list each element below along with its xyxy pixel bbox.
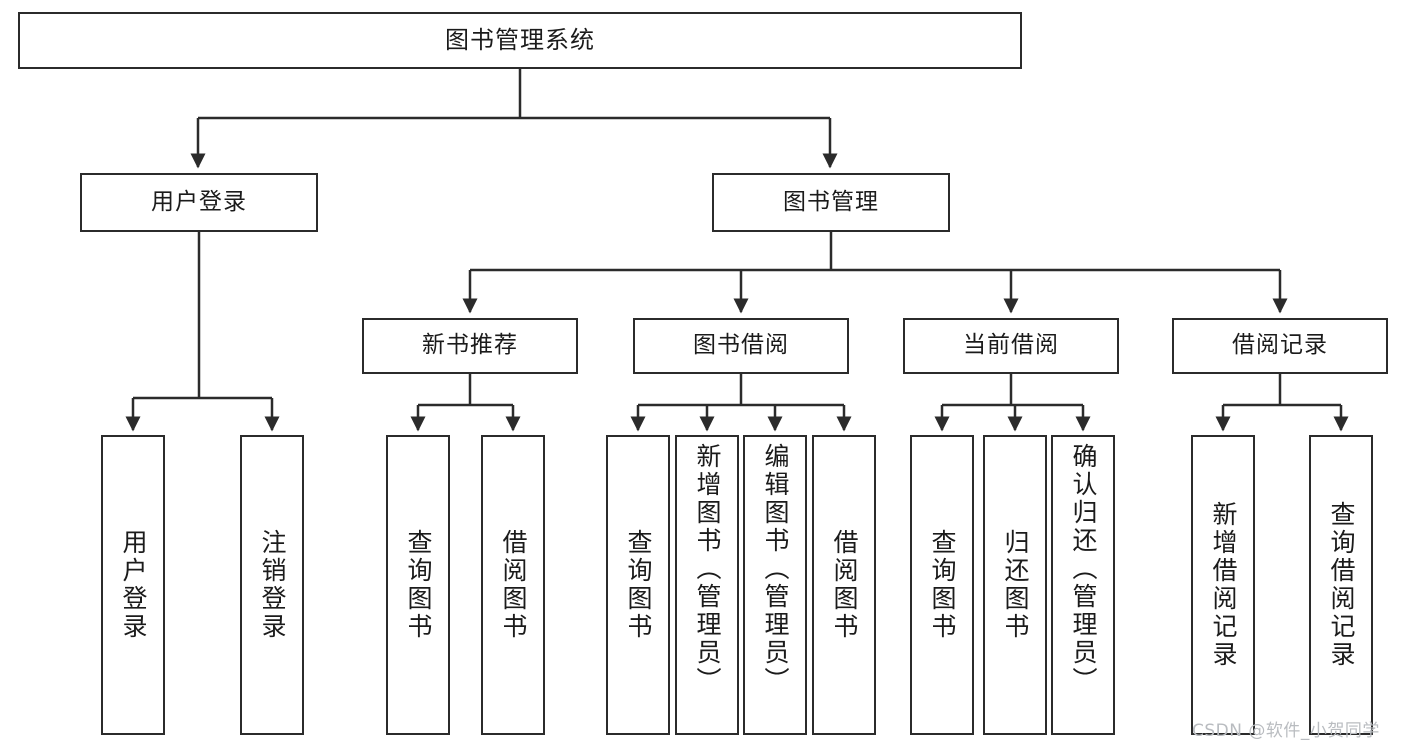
node-book-borrow[interactable]: 图书借阅 xyxy=(633,318,849,374)
node-leaf-borrow-book-1-label: 借阅图书 xyxy=(499,529,528,641)
node-leaf-query-book-1[interactable]: 查询图书 xyxy=(386,435,450,735)
node-user-login-label: 用户登录 xyxy=(151,188,247,215)
node-new-book-rec-label: 新书推荐 xyxy=(422,332,518,359)
node-leaf-borrow-book-2[interactable]: 借阅图书 xyxy=(812,435,876,735)
node-leaf-return-book-label: 归还图书 xyxy=(1001,529,1030,641)
node-leaf-query-book-3[interactable]: 查询图书 xyxy=(910,435,974,735)
node-book-manage-label: 图书管理 xyxy=(783,188,879,215)
node-leaf-borrow-book-1[interactable]: 借阅图书 xyxy=(481,435,545,735)
node-leaf-user-login[interactable]: 用户登录 xyxy=(101,435,165,735)
node-leaf-confirm-return[interactable]: 确认归还（管理员） xyxy=(1051,435,1115,735)
node-root[interactable]: 图书管理系统 xyxy=(18,12,1022,69)
csdn-watermark: CSDN @软件_小贺同学 xyxy=(1192,721,1380,741)
node-borrow-record-label: 借阅记录 xyxy=(1232,332,1328,359)
node-leaf-logout-label: 注销登录 xyxy=(258,529,287,641)
node-leaf-edit-book[interactable]: 编辑图书（管理员） xyxy=(743,435,807,735)
node-leaf-borrow-book-2-label: 借阅图书 xyxy=(830,529,859,641)
node-leaf-return-book[interactable]: 归还图书 xyxy=(983,435,1047,735)
node-leaf-add-record-label: 新增借阅记录 xyxy=(1209,501,1238,669)
node-user-login[interactable]: 用户登录 xyxy=(80,173,318,232)
node-leaf-add-record[interactable]: 新增借阅记录 xyxy=(1191,435,1255,735)
node-leaf-user-login-label: 用户登录 xyxy=(119,529,148,641)
node-borrow-record[interactable]: 借阅记录 xyxy=(1172,318,1388,374)
node-leaf-query-record[interactable]: 查询借阅记录 xyxy=(1309,435,1373,735)
node-leaf-query-book-1-label: 查询图书 xyxy=(404,529,433,641)
node-leaf-logout[interactable]: 注销登录 xyxy=(240,435,304,735)
node-new-book-rec[interactable]: 新书推荐 xyxy=(362,318,578,374)
node-leaf-add-book[interactable]: 新增图书（管理员） xyxy=(675,435,739,735)
node-book-manage[interactable]: 图书管理 xyxy=(712,173,950,232)
node-root-label: 图书管理系统 xyxy=(445,26,595,55)
node-book-borrow-label: 图书借阅 xyxy=(693,332,789,359)
node-leaf-query-record-label: 查询借阅记录 xyxy=(1327,501,1356,669)
node-leaf-query-book-3-label: 查询图书 xyxy=(928,529,957,641)
node-leaf-edit-book-label: 编辑图书（管理员） xyxy=(761,443,790,695)
node-leaf-add-book-label: 新增图书（管理员） xyxy=(693,443,722,695)
node-leaf-query-book-2[interactable]: 查询图书 xyxy=(606,435,670,735)
node-leaf-confirm-return-label: 确认归还（管理员） xyxy=(1069,443,1098,695)
node-current-borrow[interactable]: 当前借阅 xyxy=(903,318,1119,374)
node-leaf-query-book-2-label: 查询图书 xyxy=(624,529,653,641)
node-current-borrow-label: 当前借阅 xyxy=(963,332,1059,359)
